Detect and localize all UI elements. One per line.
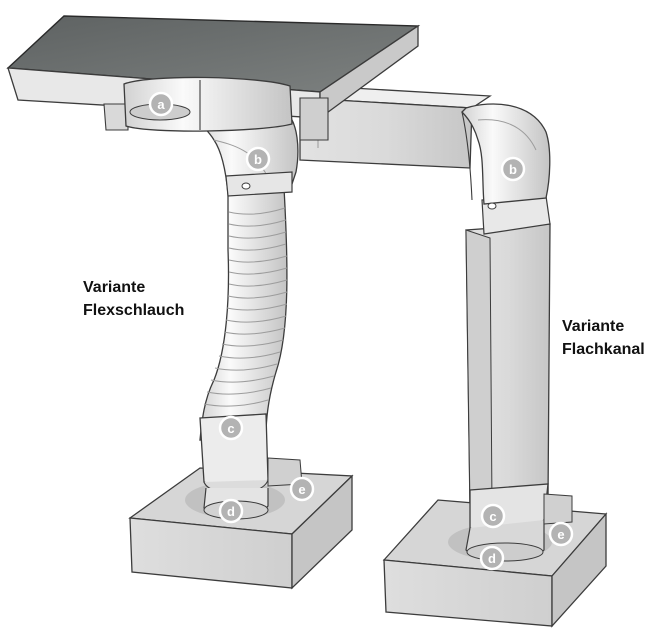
marker-e-right: e	[548, 521, 574, 547]
marker-b-right-text: b	[509, 162, 517, 177]
marker-c-right: c	[480, 503, 506, 529]
right-elbow	[461, 103, 551, 210]
marker-a: a	[148, 91, 174, 117]
marker-e-left-text: e	[298, 482, 305, 497]
marker-d-left-text: d	[227, 504, 235, 519]
variant-flatduct-line2: Flachkanal	[562, 341, 645, 358]
marker-c-left: c	[218, 415, 244, 441]
marker-d-right: d	[479, 545, 505, 571]
marker-e-left: e	[289, 476, 315, 502]
marker-a-text: a	[157, 97, 165, 112]
variant-flatduct-line1: Variante	[562, 318, 625, 335]
marker-d-left: d	[218, 498, 244, 524]
variant-flexhose-line2: Flexschlauch	[83, 302, 185, 319]
variant-flexhose-line1: Variante	[83, 279, 146, 296]
marker-d-right-text: d	[488, 551, 496, 566]
variant-flatduct-label: Variante Flachkanal	[562, 315, 645, 361]
marker-b-left-text: b	[254, 152, 262, 167]
marker-b-right: b	[500, 156, 526, 182]
marker-c-left-text: c	[227, 421, 234, 436]
marker-c-right-text: c	[489, 509, 496, 524]
marker-e-right-text: e	[557, 527, 564, 542]
left-flex-hose	[199, 187, 303, 520]
variant-flexhose-label: Variante Flexschlauch	[83, 276, 184, 322]
right-vertical-duct	[465, 195, 551, 509]
marker-b-left: b	[245, 146, 271, 172]
hose-ribs	[203, 207, 288, 407]
